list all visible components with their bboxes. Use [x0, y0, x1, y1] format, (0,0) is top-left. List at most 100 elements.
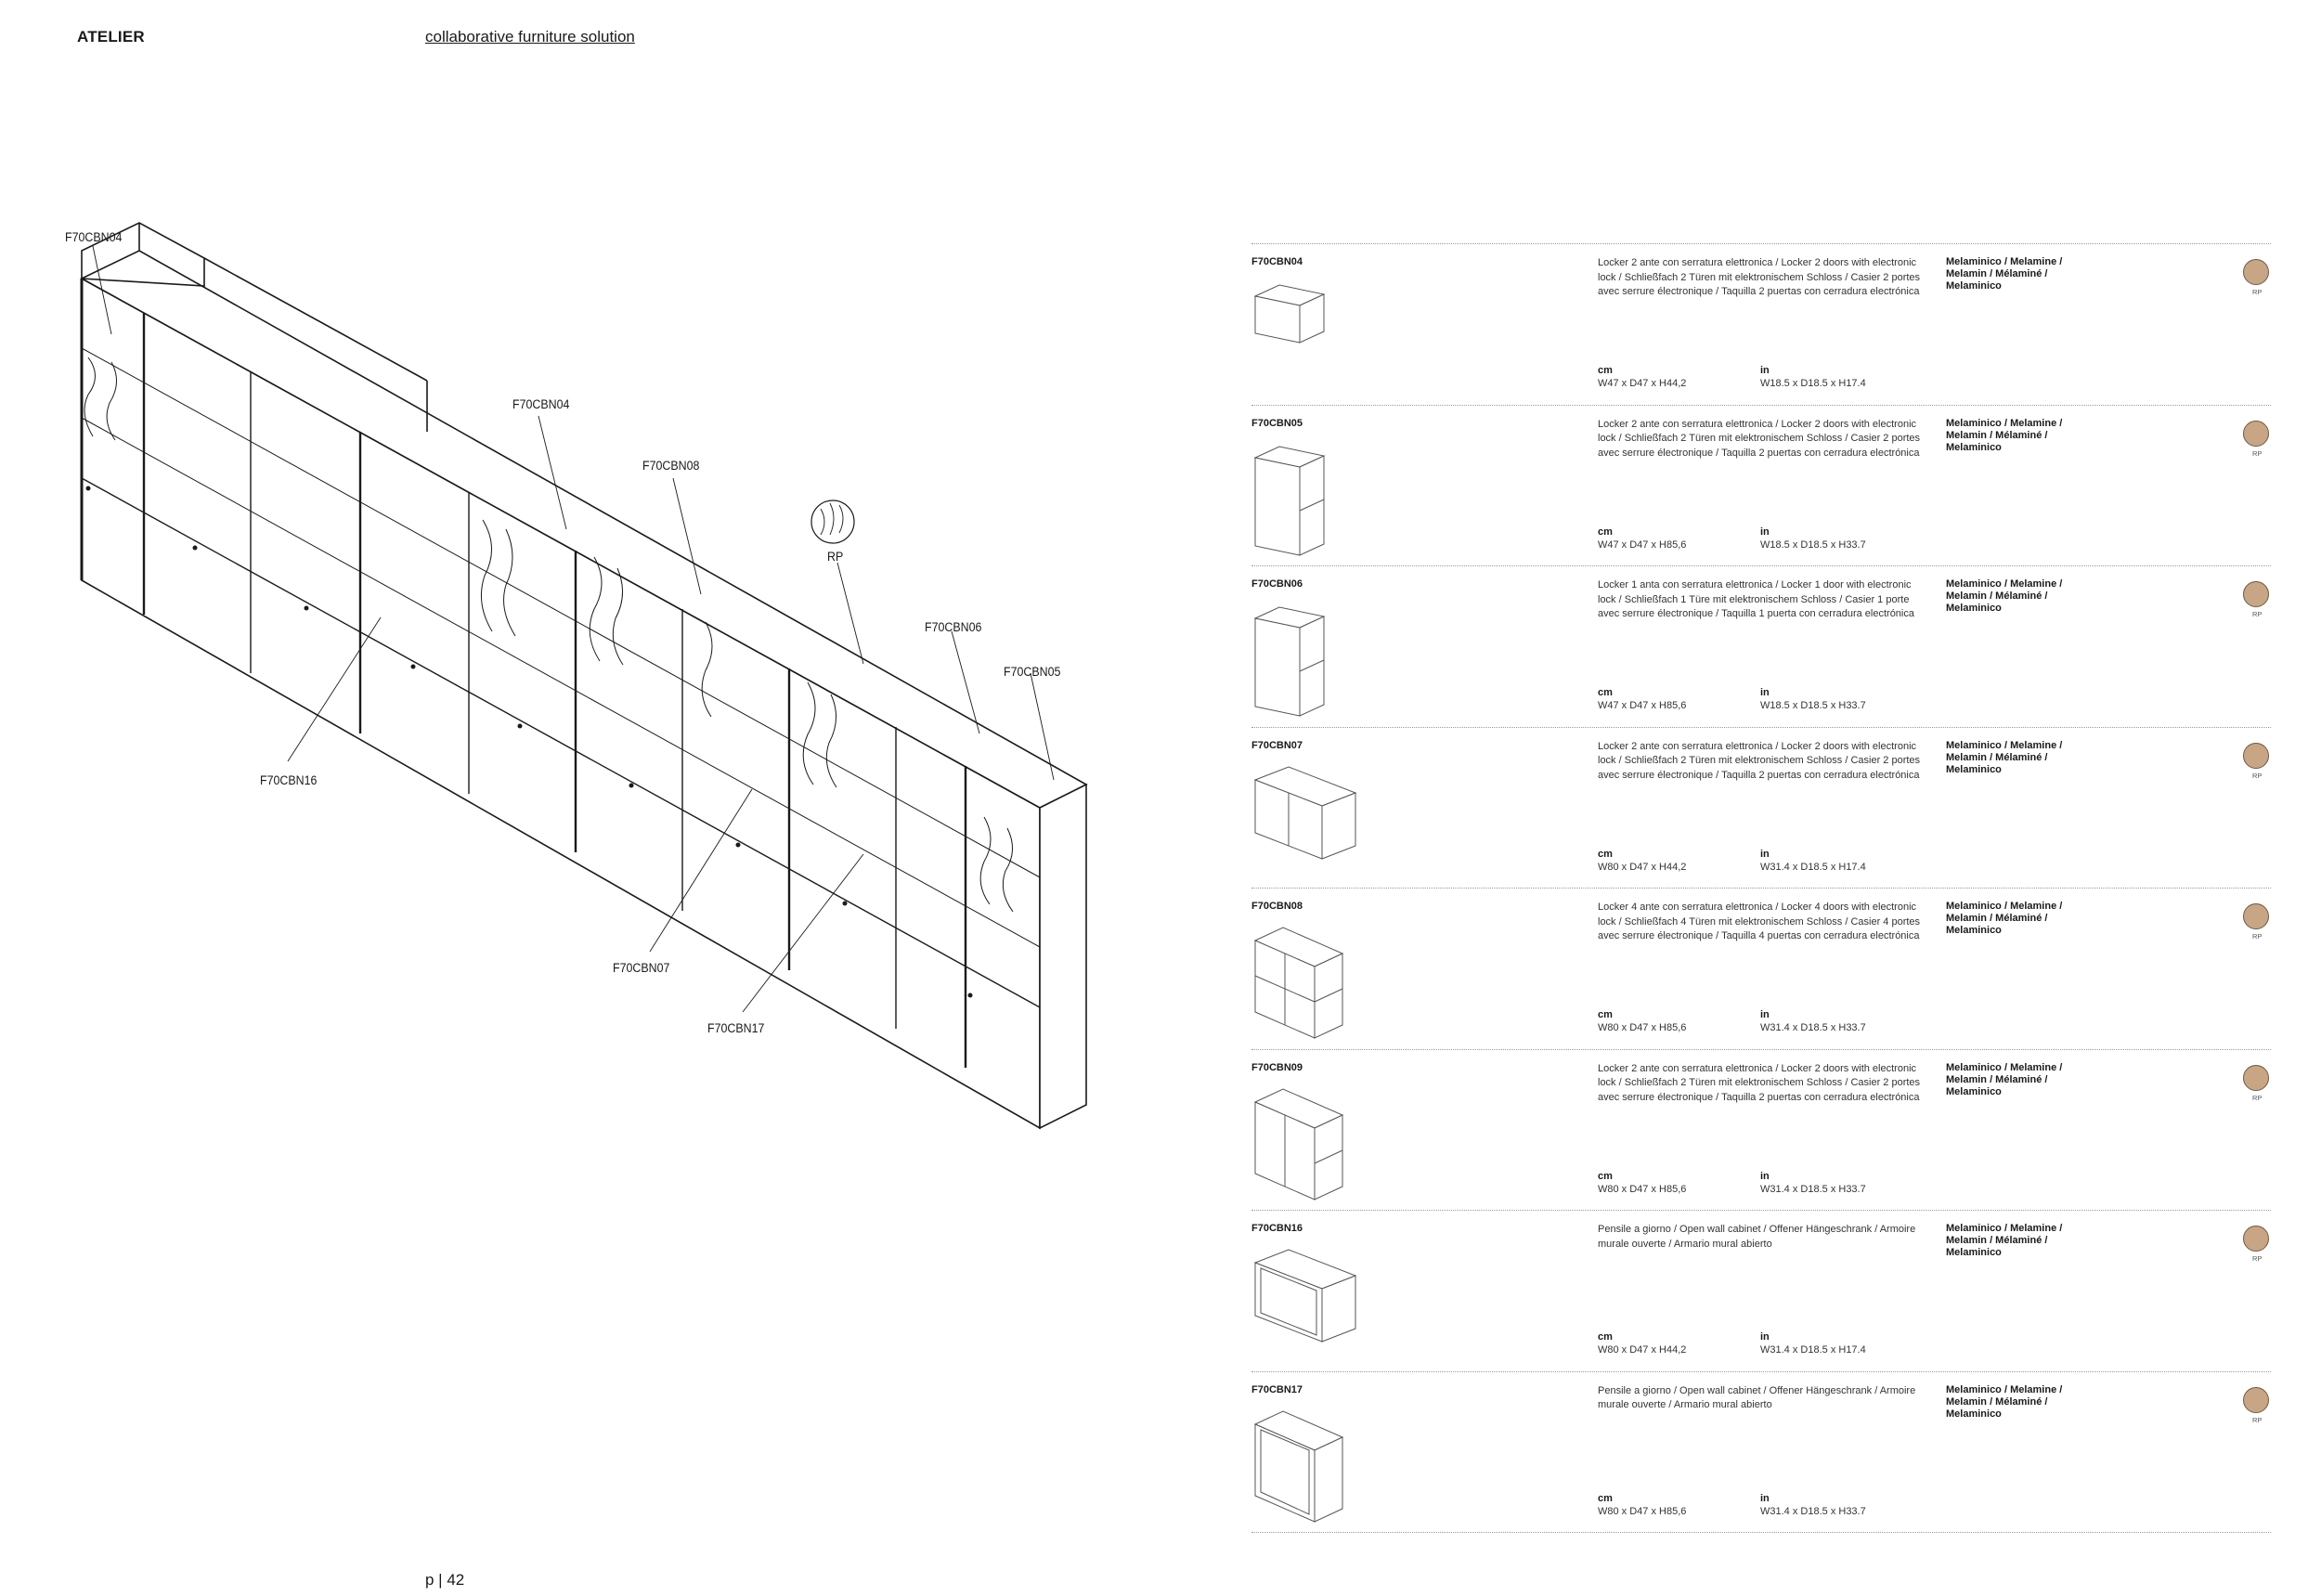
isometric-drawing: F70CBN04 F70CBN04 F70CBN08 RP F70CBN06 F… — [65, 222, 1088, 1130]
product-code: F70CBN06 — [1251, 578, 1303, 590]
material-label: Melaminico / Melamine / Melamin / Mélami… — [1946, 256, 2063, 292]
locker-wide-low-icon — [1251, 761, 1363, 868]
dimensions-in: W18.5 x D18.5 x H33.7 — [1760, 538, 1866, 551]
unit-cm-label: cm — [1598, 1009, 1613, 1020]
locker-wide-tall-icon — [1251, 1083, 1354, 1209]
callout-label: F70CBN08 — [642, 459, 700, 473]
product-description: Locker 4 ante con serratura elettronica … — [1598, 902, 1921, 941]
dimensions-cm: W80 x D47 x H85,6 — [1598, 1022, 1687, 1033]
callout-label: F70CBN16 — [260, 773, 318, 787]
dimensions-cm: W47 x D47 x H44,2 — [1598, 378, 1687, 389]
dimensions-cm: W80 x D47 x H85,6 — [1598, 1505, 1687, 1517]
callout-label: F70CBN07 — [613, 961, 670, 975]
page-number: p | 42 — [425, 1571, 465, 1589]
dimensions-cm: W47 x D47 x H85,6 — [1598, 538, 1687, 551]
unit-in-label: in — [1760, 848, 1770, 860]
unit-cm-label: cm — [1598, 1492, 1613, 1504]
finish-swatch — [2243, 1226, 2269, 1252]
callout-label: F70CBN06 — [925, 620, 982, 634]
finish-swatch — [2243, 420, 2269, 447]
dimensions-in: W18.5 x D18.5 x H33.7 — [1760, 700, 1866, 711]
callout-label: F70CBN04 — [512, 397, 570, 411]
finish-code: RP — [2252, 1254, 2263, 1263]
dimensions-in: W31.4 x D18.5 x H17.4 — [1760, 1344, 1866, 1356]
dimensions-in: W31.4 x D18.5 x H33.7 — [1760, 1505, 1866, 1517]
rp-swatch-callout — [810, 500, 855, 544]
unit-in-label: in — [1760, 365, 1770, 376]
dimensions-in: W18.5 x D18.5 x H17.4 — [1760, 378, 1866, 389]
finish-swatch — [2243, 742, 2269, 769]
locker-tall-one-door-icon — [1251, 600, 1335, 725]
unit-in-label: in — [1760, 526, 1770, 538]
unit-in-label: in — [1760, 1331, 1770, 1343]
locker-tall-two-door-icon — [1251, 439, 1335, 564]
product-description: Locker 2 ante con serratura elettronica … — [1598, 740, 1921, 781]
callout-label: F70CBN05 — [1004, 665, 1061, 679]
product-code: F70CBN17 — [1251, 1383, 1303, 1395]
product-description: Locker 2 ante con serratura elettronica … — [1598, 418, 1921, 459]
dimensions-cm: W80 x D47 x H85,6 — [1598, 1183, 1687, 1195]
finish-code: RP — [2252, 610, 2263, 618]
material-label: Melaminico / Melamine / Melamin / Mélami… — [1946, 1383, 2063, 1420]
callout-label: F70CBN04 — [65, 230, 123, 244]
unit-cm-label: cm — [1598, 365, 1613, 376]
material-label: Melaminico / Melamine / Melamin / Mélami… — [1946, 417, 2063, 453]
product-row: F70CBN16 Pensile a giorno / Open wall ca… — [1251, 1210, 2271, 1371]
finish-code: RP — [2252, 288, 2263, 296]
product-row: F70CBN04 Locker 2 ante con serratura ele… — [1251, 243, 2271, 405]
product-row: F70CBN08 Locker 4 ante con serratura ele… — [1251, 888, 2271, 1049]
unit-cm-label: cm — [1598, 1331, 1613, 1343]
locker-small-icon — [1251, 278, 1335, 357]
finish-code: RP — [2252, 932, 2263, 941]
finish-code: RP — [2252, 1415, 2263, 1424]
product-description: Locker 2 ante con serratura elettronica … — [1598, 1062, 1921, 1103]
product-row: F70CBN17 Pensile a giorno / Open wall ca… — [1251, 1370, 2271, 1533]
product-code: F70CBN07 — [1251, 739, 1303, 751]
unit-in-label: in — [1760, 1492, 1770, 1504]
dimensions-cm: W47 x D47 x H85,6 — [1598, 700, 1687, 711]
finish-code: RP — [2252, 448, 2263, 458]
subtitle-link[interactable]: collaborative furniture solution — [425, 28, 635, 45]
product-description: Pensile a giorno / Open wall cabinet / O… — [1598, 1384, 1916, 1411]
dimensions-cm: W80 x D47 x H44,2 — [1598, 1344, 1687, 1356]
product-row: F70CBN07 Locker 2 ante con serratura ele… — [1251, 726, 2271, 889]
finish-code: RP — [2252, 771, 2263, 780]
product-row: F70CBN06 Locker 1 anta con serratura ele… — [1251, 565, 2271, 727]
product-table: F70CBN04 Locker 2 ante con serratura ele… — [1251, 243, 2271, 1533]
finish-swatch — [2243, 903, 2269, 929]
product-code: F70CBN08 — [1251, 901, 1303, 912]
product-row: F70CBN05 Locker 2 ante con serratura ele… — [1251, 404, 2271, 566]
unit-in-label: in — [1760, 687, 1770, 698]
callout-label: RP — [827, 550, 844, 564]
open-cabinet-tall-icon — [1251, 1406, 1354, 1531]
product-code: F70CBN16 — [1251, 1223, 1303, 1234]
material-label: Melaminico / Melamine / Melamin / Mélami… — [1946, 1223, 2063, 1258]
brand-title: ATELIER — [77, 28, 145, 45]
unit-cm-label: cm — [1598, 848, 1613, 860]
material-label: Melaminico / Melamine / Melamin / Mélami… — [1946, 901, 2063, 936]
product-code: F70CBN09 — [1251, 1061, 1303, 1073]
dimensions-in: W31.4 x D18.5 x H33.7 — [1760, 1022, 1866, 1033]
product-description: Locker 2 ante con serratura elettronica … — [1598, 257, 1921, 297]
unit-cm-label: cm — [1598, 526, 1613, 538]
unit-cm-label: cm — [1598, 687, 1613, 698]
finish-code: RP — [2252, 1093, 2263, 1102]
product-description: Pensile a giorno / Open wall cabinet / O… — [1598, 1224, 1916, 1250]
product-row: F70CBN09 Locker 2 ante con serratura ele… — [1251, 1048, 2271, 1211]
material-label: Melaminico / Melamine / Melamin / Mélami… — [1946, 1061, 2063, 1097]
product-description: Locker 1 anta con serratura elettronica … — [1598, 579, 1914, 619]
finish-swatch — [2243, 1064, 2269, 1091]
finish-swatch — [2243, 1386, 2269, 1413]
unit-cm-label: cm — [1598, 1170, 1613, 1182]
material-label: Melaminico / Melamine / Melamin / Mélami… — [1946, 739, 2063, 775]
product-code: F70CBN05 — [1251, 417, 1303, 429]
material-label: Melaminico / Melamine / Melamin / Mélami… — [1946, 578, 2063, 614]
finish-swatch — [2243, 259, 2269, 285]
finish-swatch — [2243, 581, 2269, 607]
shelving-system-drawing — [80, 222, 1088, 1130]
callout-label: F70CBN17 — [707, 1021, 765, 1035]
dimensions-cm: W80 x D47 x H44,2 — [1598, 861, 1687, 873]
dimensions-in: W31.4 x D18.5 x H17.4 — [1760, 861, 1866, 873]
unit-in-label: in — [1760, 1170, 1770, 1182]
locker-four-door-icon — [1251, 922, 1354, 1047]
